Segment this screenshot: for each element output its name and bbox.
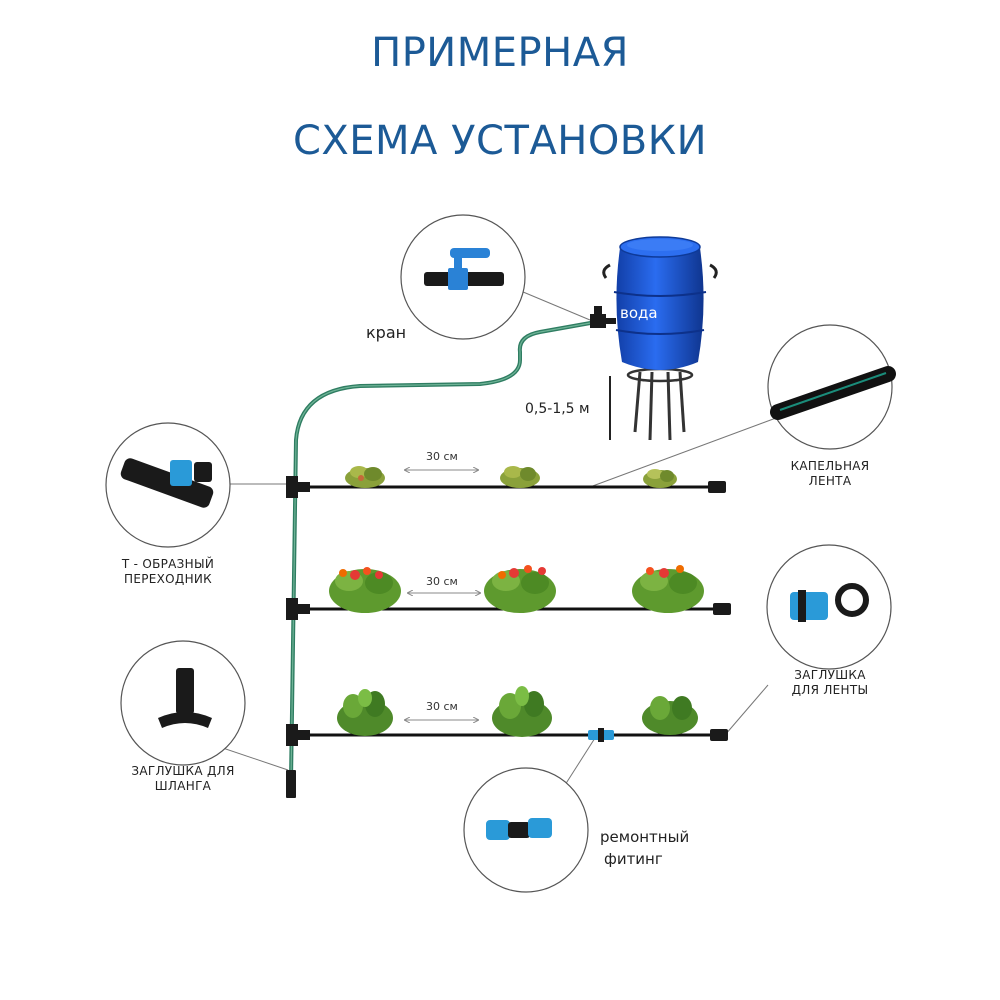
callout-valve-circle (400, 214, 526, 340)
spacing-label-2: 30 см (426, 575, 458, 588)
callout-hose-cap-circle (120, 640, 246, 766)
hose-end-plug (286, 770, 296, 798)
repair-fitting-label-line-2: фитинг (604, 850, 663, 868)
height-label: 0,5-1,5 м (525, 401, 590, 417)
title-line-1: ПРИМЕРНАЯ (371, 30, 629, 76)
callout-drip-tape-circle (767, 324, 896, 450)
water-barrel (602, 236, 718, 441)
drip-tape-label-line-2: ЛЕНТА (808, 474, 852, 488)
spacing-label-1: 30 см (426, 450, 458, 463)
callout-tee-circle (105, 422, 231, 548)
barrel-label: вода (620, 304, 658, 322)
plants-row-1 (345, 466, 677, 488)
tee-label: Т - ОБРАЗНЫЙ ПЕРЕХОДНИК (98, 557, 238, 587)
drip-tape-label: КАПЕЛЬНАЯ ЛЕНТА (770, 459, 890, 489)
tape-cap-label-line-1: ЗАГЛУШКА (794, 668, 866, 682)
tape-cap-label-line-2: ДЛЯ ЛЕНТЫ (791, 683, 869, 697)
callout-repair-circle (463, 767, 589, 893)
callout-tape-cap-circle (766, 544, 892, 670)
valve-label: кран (366, 323, 407, 342)
hose-cap-label-line-2: ШЛАНГА (154, 779, 212, 793)
hose-cap-label-line-1: ЗАГЛУШКА ДЛЯ (131, 764, 235, 778)
plants-row-2 (329, 565, 704, 613)
spacing-label-3: 30 см (426, 700, 458, 713)
title-line-2: СХЕМА УСТАНОВКИ (292, 118, 708, 164)
repair-fitting-label-line-1: ремонтный (600, 828, 690, 846)
repair-fitting-label: ремонтный фитинг (600, 826, 689, 870)
tape-cap-label: ЗАГЛУШКА ДЛЯ ЛЕНТЫ (770, 668, 890, 698)
tap-valve (590, 306, 616, 328)
spacing-arrows (405, 470, 480, 720)
tee-label-line-1: Т - ОБРАЗНЫЙ (121, 557, 215, 571)
tee-label-line-2: ПЕРЕХОДНИК (124, 572, 212, 586)
hose-cap-label: ЗАГЛУШКА ДЛЯ ШЛАНГА (108, 764, 258, 794)
drip-tape-label-line-1: КАПЕЛЬНАЯ (790, 459, 870, 473)
plants-row-3 (337, 686, 698, 737)
